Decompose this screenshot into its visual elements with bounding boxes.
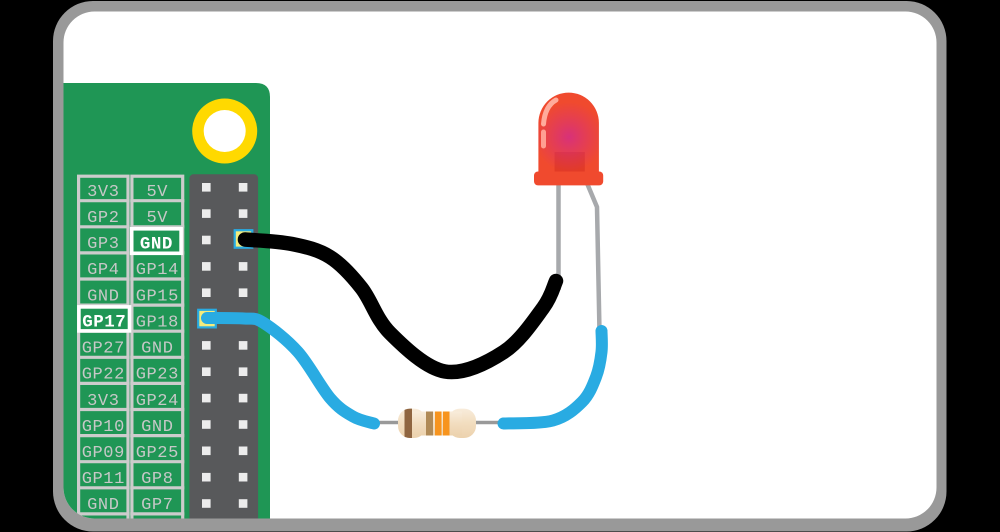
svg-text:GP14: GP14 <box>136 261 179 280</box>
svg-text:GP23: GP23 <box>136 366 179 385</box>
svg-text:GP2: GP2 <box>87 209 119 228</box>
svg-text:GP3: GP3 <box>87 235 119 254</box>
svg-text:GP18: GP18 <box>136 314 179 333</box>
svg-text:GP17: GP17 <box>82 312 126 332</box>
svg-text:GP24: GP24 <box>136 392 179 411</box>
svg-text:GP09: GP09 <box>82 444 125 463</box>
svg-text:GND: GND <box>140 235 173 255</box>
svg-text:5V: 5V <box>146 183 168 202</box>
svg-text:GP10: GP10 <box>82 418 125 437</box>
svg-text:GP22: GP22 <box>82 366 125 385</box>
svg-text:3V3: 3V3 <box>87 392 119 411</box>
svg-text:GP7: GP7 <box>141 496 173 515</box>
svg-text:5V: 5V <box>146 209 168 228</box>
svg-text:GND: GND <box>141 340 173 359</box>
svg-text:GP25: GP25 <box>136 444 179 463</box>
svg-text:GND: GND <box>141 418 173 437</box>
svg-text:GP27: GP27 <box>82 340 125 359</box>
svg-text:3V3: 3V3 <box>87 183 119 202</box>
svg-text:GND: GND <box>87 287 119 306</box>
svg-text:GP15: GP15 <box>136 287 179 306</box>
svg-text:GP11: GP11 <box>82 470 125 489</box>
svg-text:GND: GND <box>87 496 119 515</box>
svg-text:GP8: GP8 <box>141 470 173 489</box>
svg-text:GP4: GP4 <box>87 261 119 280</box>
